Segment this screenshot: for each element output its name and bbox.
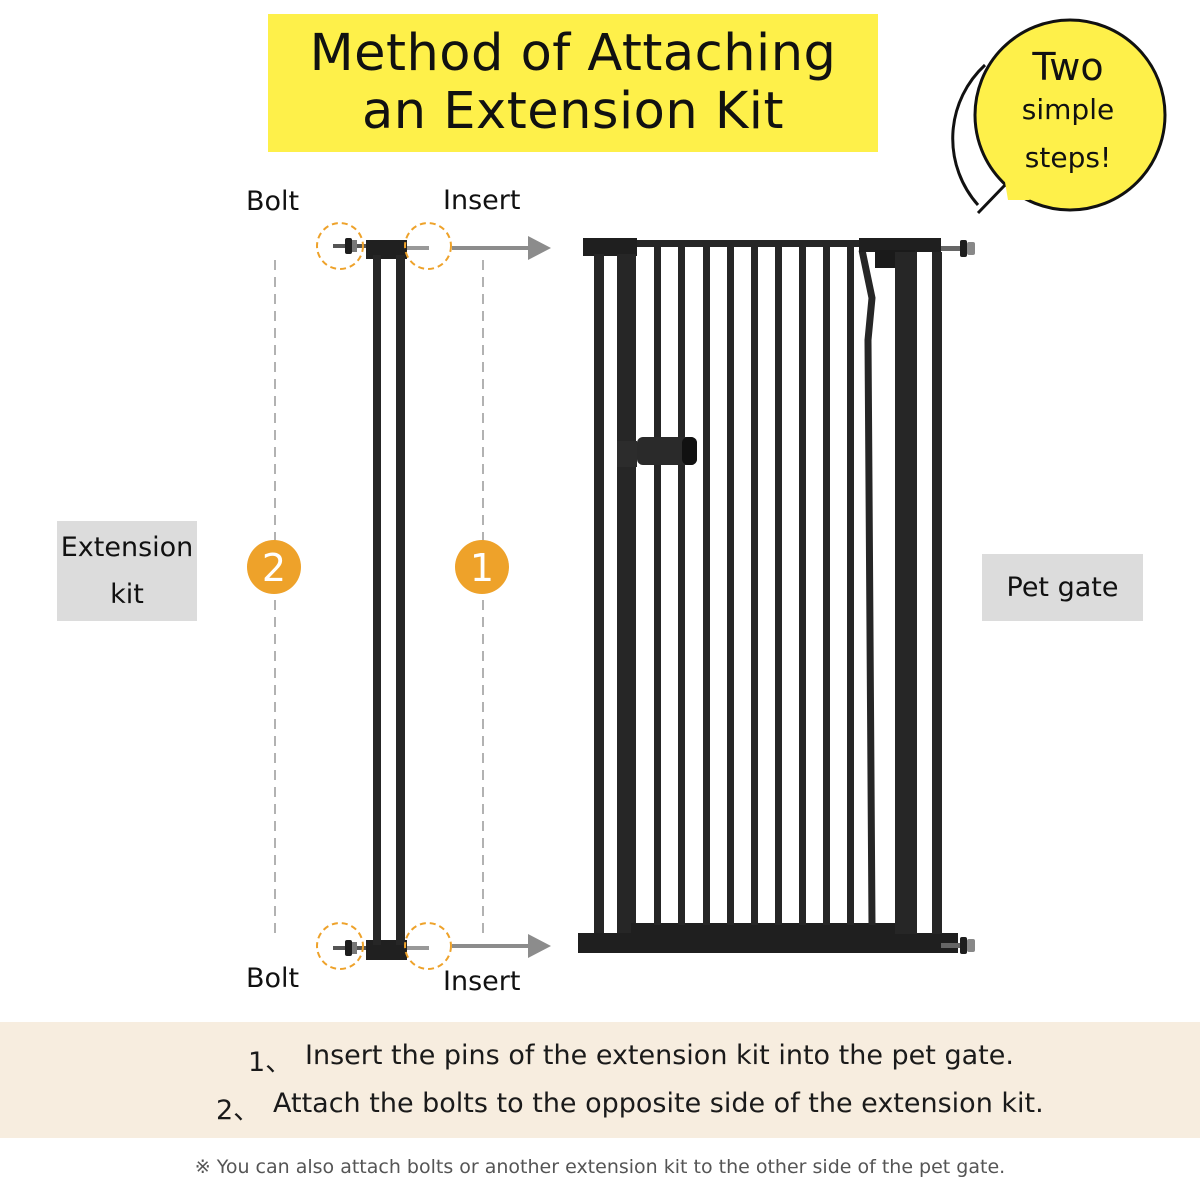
step-badge-2 bbox=[247, 540, 301, 594]
bubble-line-3: steps! bbox=[1024, 141, 1112, 174]
step-1-number: 1、 bbox=[248, 1047, 293, 1078]
bubble-line-2: simple bbox=[1021, 93, 1115, 126]
extension-kit-label-line-2: kit bbox=[110, 579, 144, 610]
insert-label-top: Insert bbox=[443, 185, 521, 216]
step-badge-1 bbox=[455, 540, 509, 594]
title-line-2: an Extension Kit bbox=[362, 82, 784, 141]
step-badge-1-label: 1 bbox=[470, 546, 494, 590]
extension-kit-label: Extension kit bbox=[57, 521, 197, 621]
insert-label-bottom: Insert bbox=[443, 966, 521, 997]
step-badge-2-label: 2 bbox=[262, 546, 286, 590]
guide-lines bbox=[274, 260, 484, 935]
footnote: ※ You can also attach bolts or another e… bbox=[194, 1156, 1006, 1178]
pet-gate-label-text: Pet gate bbox=[1006, 572, 1119, 603]
pet-gate-label: Pet gate bbox=[982, 554, 1143, 621]
bubble-line-1: Two bbox=[1032, 45, 1104, 89]
gate-bars bbox=[654, 247, 854, 925]
pet-gate-illustration bbox=[578, 238, 975, 954]
extension-kit-label-line-1: Extension bbox=[60, 532, 194, 563]
bolt-label-bottom: Bolt bbox=[246, 963, 300, 994]
title-line-1: Method of Attaching bbox=[309, 24, 837, 83]
bolt-label-top: Bolt bbox=[246, 186, 300, 217]
highlight-circles bbox=[316, 222, 452, 970]
speech-bubble bbox=[951, 18, 1167, 215]
step-2-text: Attach the bolts to the opposite side of… bbox=[273, 1088, 1044, 1119]
title-banner: Method of Attaching an Extension Kit bbox=[268, 14, 878, 152]
insert-arrows bbox=[452, 236, 551, 958]
step-2-number: 2、 bbox=[216, 1095, 261, 1126]
step-1-text: Insert the pins of the extension kit int… bbox=[305, 1040, 1014, 1071]
instructions-band bbox=[0, 1022, 1200, 1138]
extension-kit-illustration bbox=[333, 238, 429, 960]
